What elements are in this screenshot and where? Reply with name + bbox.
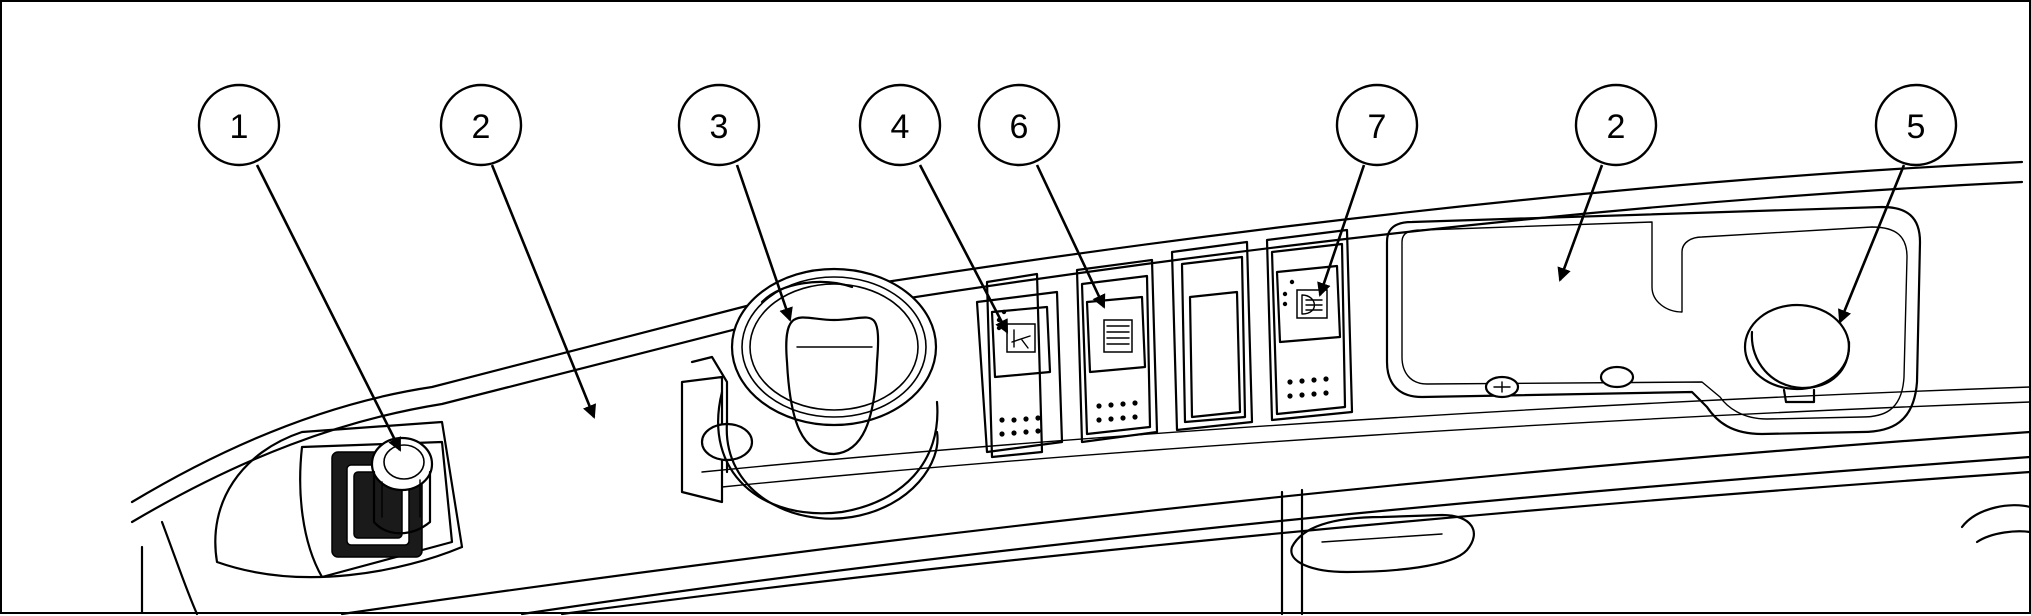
ignition-switch-part <box>214 420 464 579</box>
leader-3 <box>735 164 793 322</box>
leader-1 <box>255 164 402 452</box>
leader-4 <box>918 164 1009 334</box>
rocker-switch-blank <box>1170 240 1254 432</box>
callout-2-left: 2 <box>439 83 523 167</box>
right-edge-detail <box>1290 504 2031 574</box>
dash-body-outline <box>130 160 2031 616</box>
throttle-knob-part <box>680 267 939 520</box>
rocker-switch-4 <box>975 272 1064 459</box>
leader-6 <box>1035 164 1106 309</box>
callout-number: 6 <box>1010 108 1029 146</box>
callouts: 1 2 3 4 6 7 2 5 <box>197 83 1958 167</box>
leader-5 <box>1838 164 1906 324</box>
callout-5: 5 <box>1874 83 1958 167</box>
rocker-switch-7 <box>1265 228 1354 422</box>
leader-2-left <box>490 164 596 419</box>
callout-3: 3 <box>677 83 761 167</box>
leader-2-right <box>1557 164 1604 282</box>
callout-number: 7 <box>1368 108 1387 146</box>
rocker-switch-6 <box>1075 258 1159 444</box>
right-panel-pocket <box>1385 205 1922 436</box>
rocker-switch-bank <box>975 228 1354 459</box>
callout-2-right: 2 <box>1574 83 1658 167</box>
callout-7: 7 <box>1335 83 1419 167</box>
leader-lines <box>255 164 1906 452</box>
leader-7 <box>1317 164 1366 297</box>
callout-number: 2 <box>472 108 491 146</box>
callout-number: 1 <box>230 108 249 146</box>
callout-6: 6 <box>977 83 1061 167</box>
callout-1: 1 <box>197 83 281 167</box>
callout-number: 2 <box>1607 108 1626 146</box>
callout-number: 5 <box>1907 108 1926 146</box>
callout-4: 4 <box>858 83 942 167</box>
callout-number: 4 <box>891 108 910 146</box>
round-cap-part <box>1743 303 1851 404</box>
callout-number: 3 <box>710 108 729 146</box>
